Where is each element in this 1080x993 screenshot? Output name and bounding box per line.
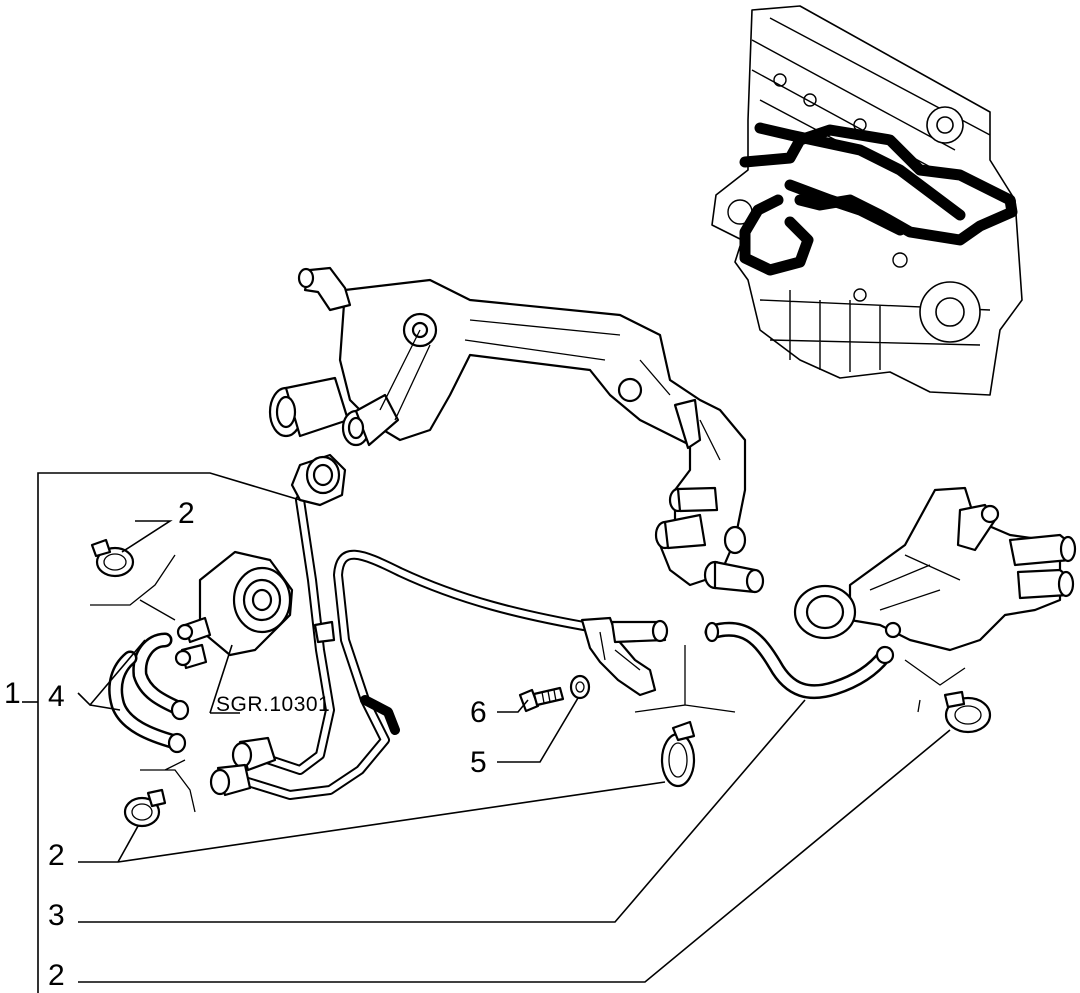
exploded-view-guides <box>90 554 966 813</box>
hose-clip-center-illustration <box>660 720 696 788</box>
callout-2-clip-top: 2 <box>178 497 195 530</box>
coolant-pipe-assembly-illustration <box>209 453 669 800</box>
coolant-manifold-illustration <box>268 266 765 594</box>
washer-illustration <box>569 674 591 700</box>
engine-overview-illustration <box>711 5 1023 396</box>
callout-4-hoses: 4 <box>48 680 65 713</box>
thermostat-housing-illustration <box>793 486 1077 652</box>
callout-5-washer: 5 <box>470 746 487 779</box>
hose-clip-top-left-illustration <box>90 538 135 578</box>
callout-3-hose: 3 <box>48 899 65 932</box>
oil-cooler-illustration <box>174 550 294 670</box>
leader-lines <box>22 472 951 993</box>
callout-2-clip-bottom: 2 <box>48 839 65 872</box>
assembly-bracket <box>37 472 301 993</box>
callout-6-bolt: 6 <box>470 696 487 729</box>
callout-1-assembly: 1 <box>4 677 21 710</box>
hose-clip-bottom-left-illustration <box>123 788 167 828</box>
hose-clip-right-illustration <box>943 690 992 734</box>
bolt-illustration <box>518 686 565 713</box>
coolant-hose-3-illustration <box>704 621 895 700</box>
reference-code: SGR.10301 <box>216 693 330 716</box>
callout-2-clip-right: 2 <box>48 959 65 992</box>
